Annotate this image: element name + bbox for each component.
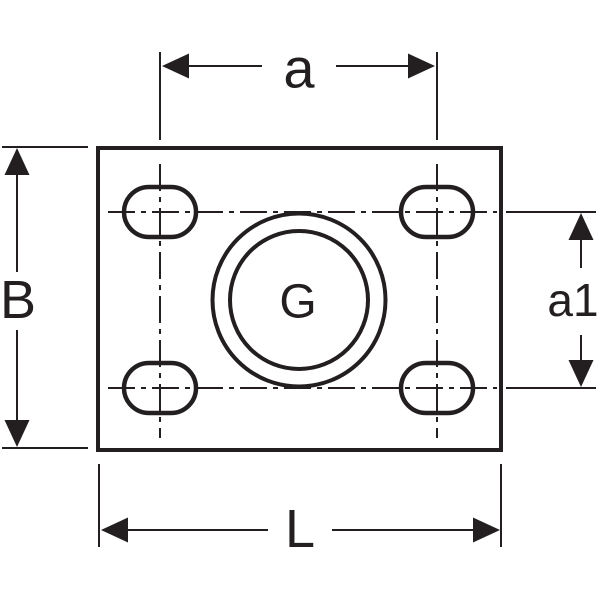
dimension-B: B [0,146,88,449]
dimension-a1-lines [506,211,596,389]
thread-circle-outer [210,211,388,389]
dimension-a-label: a [283,37,315,100]
thread-circle-inner [228,229,370,371]
dimension-a-lines [159,52,438,140]
dimension-B-label: B [0,270,36,330]
dimension-L-arrow-left-icon [101,517,128,543]
flange-plate-outline [96,146,503,452]
dimension-a-arrow-right-icon [408,53,435,79]
dimension-a1-label: a1 [547,274,598,326]
dimension-L-arrow-right-icon [473,517,500,543]
bolt-holes-group [121,184,476,416]
dimension-L-lines [98,464,502,547]
bolt-hole-bottom-right [398,360,476,416]
dimension-B-arrow-up-icon [4,148,30,175]
bolt-hole-bottom-left [121,360,199,416]
dimension-L: L [98,464,502,559]
dimension-B-lines [2,146,88,449]
dimension-a: a [159,37,438,140]
dimension-a1: a1 [506,211,599,389]
dimension-a1-arrow-down-icon [568,360,594,387]
bolt-hole-top-left [121,184,199,240]
dimension-a-arrow-left-icon [162,53,189,79]
dimension-B-arrow-down-icon [4,420,30,447]
dimension-L-label: L [285,499,315,559]
bolt-hole-top-right [398,184,476,240]
dimension-a1-arrow-up-icon [568,213,594,240]
thread-size-label: G [279,276,316,329]
